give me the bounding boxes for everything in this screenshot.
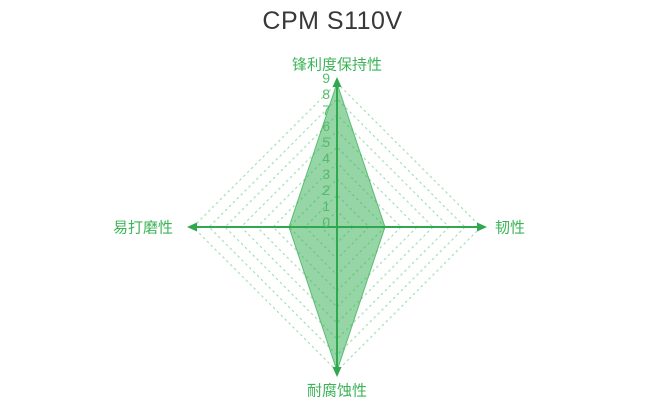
tick-label-6: 6 xyxy=(322,118,330,134)
tick-label-4: 4 xyxy=(322,150,330,166)
chart-title: CPM S110V xyxy=(262,7,403,35)
tick-label-8: 8 xyxy=(322,86,330,102)
axis-label-right: 韧性 xyxy=(495,220,525,237)
tick-label-3: 3 xyxy=(322,166,330,182)
tick-label-5: 5 xyxy=(322,134,330,150)
tick-label-0: 0 xyxy=(322,214,330,230)
axis-label-top: 锋利度保持性 xyxy=(292,57,382,74)
axis-arrowhead-right-icon xyxy=(477,222,487,232)
grid-ring-7 xyxy=(224,114,450,340)
axis-arrowhead-bottom-icon xyxy=(332,367,342,377)
tick-label-2: 2 xyxy=(322,182,330,198)
axis-arrowhead-top-icon xyxy=(332,77,342,87)
axis-label-bottom: 耐腐蚀性 xyxy=(307,382,367,400)
tick-label-7: 7 xyxy=(322,102,330,118)
tick-label-9: 9 xyxy=(322,70,330,86)
tick-label-1: 1 xyxy=(322,198,330,214)
axis-arrowhead-left-icon xyxy=(187,222,197,232)
axis-label-left: 易打磨性 xyxy=(113,220,173,237)
